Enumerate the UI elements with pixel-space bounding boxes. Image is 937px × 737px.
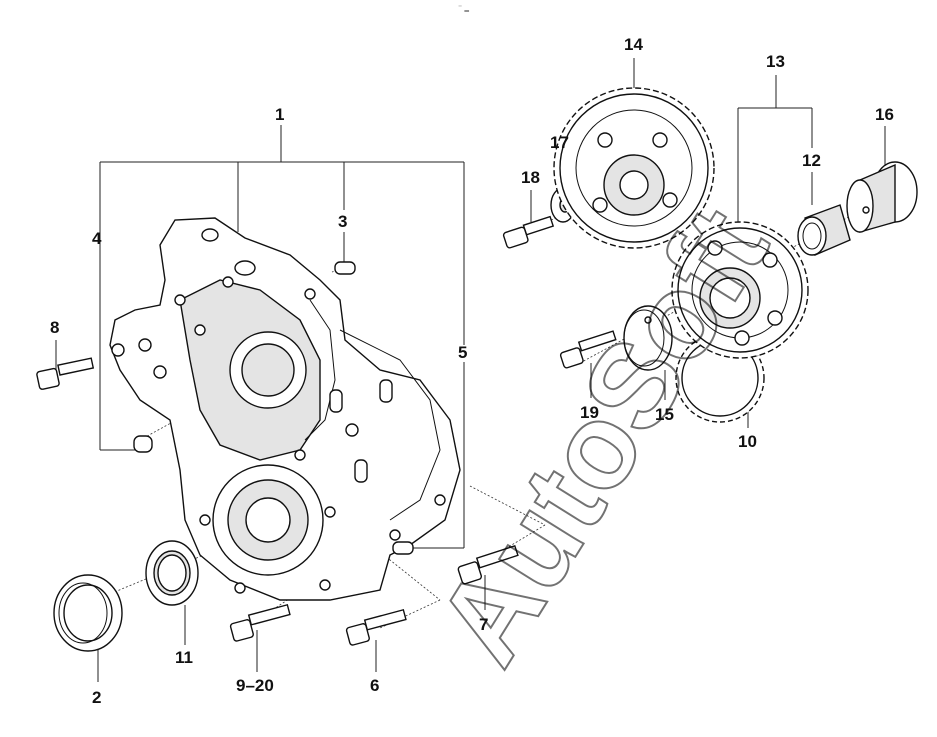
callout-5: 5 (458, 343, 467, 362)
bolt-7 (457, 544, 519, 585)
dowel-pin-4 (133, 435, 153, 453)
bolt-18 (502, 215, 555, 249)
callout-16: 16 (875, 105, 894, 124)
callout-6: 6 (370, 676, 379, 695)
callout-18: 18 (521, 168, 540, 187)
dowel-pin-3 (334, 261, 356, 275)
callout-4: 4 (92, 229, 102, 248)
thrust-plate-15 (623, 305, 673, 371)
seal-11 (145, 540, 199, 606)
callout-13: 13 (766, 52, 785, 71)
oil-seal-2 (53, 574, 123, 652)
callout-8: 8 (50, 318, 59, 337)
callout-14: 14 (624, 35, 643, 54)
header-mark: ⁻ ‗ (458, 3, 469, 12)
timing-gear-case (109, 217, 461, 601)
gear-10 (671, 221, 809, 423)
idler-shaft-16 (846, 161, 918, 233)
callout-19: 19 (580, 403, 599, 422)
callout-11: 11 (175, 648, 193, 667)
dowel-pin-5 (392, 541, 414, 555)
bolt-19 (559, 330, 617, 369)
bolt-8 (36, 357, 95, 390)
callout-10: 10 (738, 432, 757, 451)
gear-14 (553, 87, 715, 249)
callout-3: 3 (338, 212, 347, 231)
bolt-9-20 (229, 603, 291, 642)
callout-15: 15 (655, 405, 674, 424)
callout-2: 2 (92, 688, 101, 707)
bushing-12 (797, 204, 851, 256)
callout-9-20: 9–20 (236, 676, 274, 695)
callout-7: 7 (479, 615, 488, 634)
bolt-6 (345, 608, 407, 646)
watermark: AutoSoft (411, 186, 793, 687)
callout-17: 17 (550, 133, 569, 152)
callout-1: 1 (275, 105, 284, 124)
callout-12: 12 (802, 151, 821, 170)
